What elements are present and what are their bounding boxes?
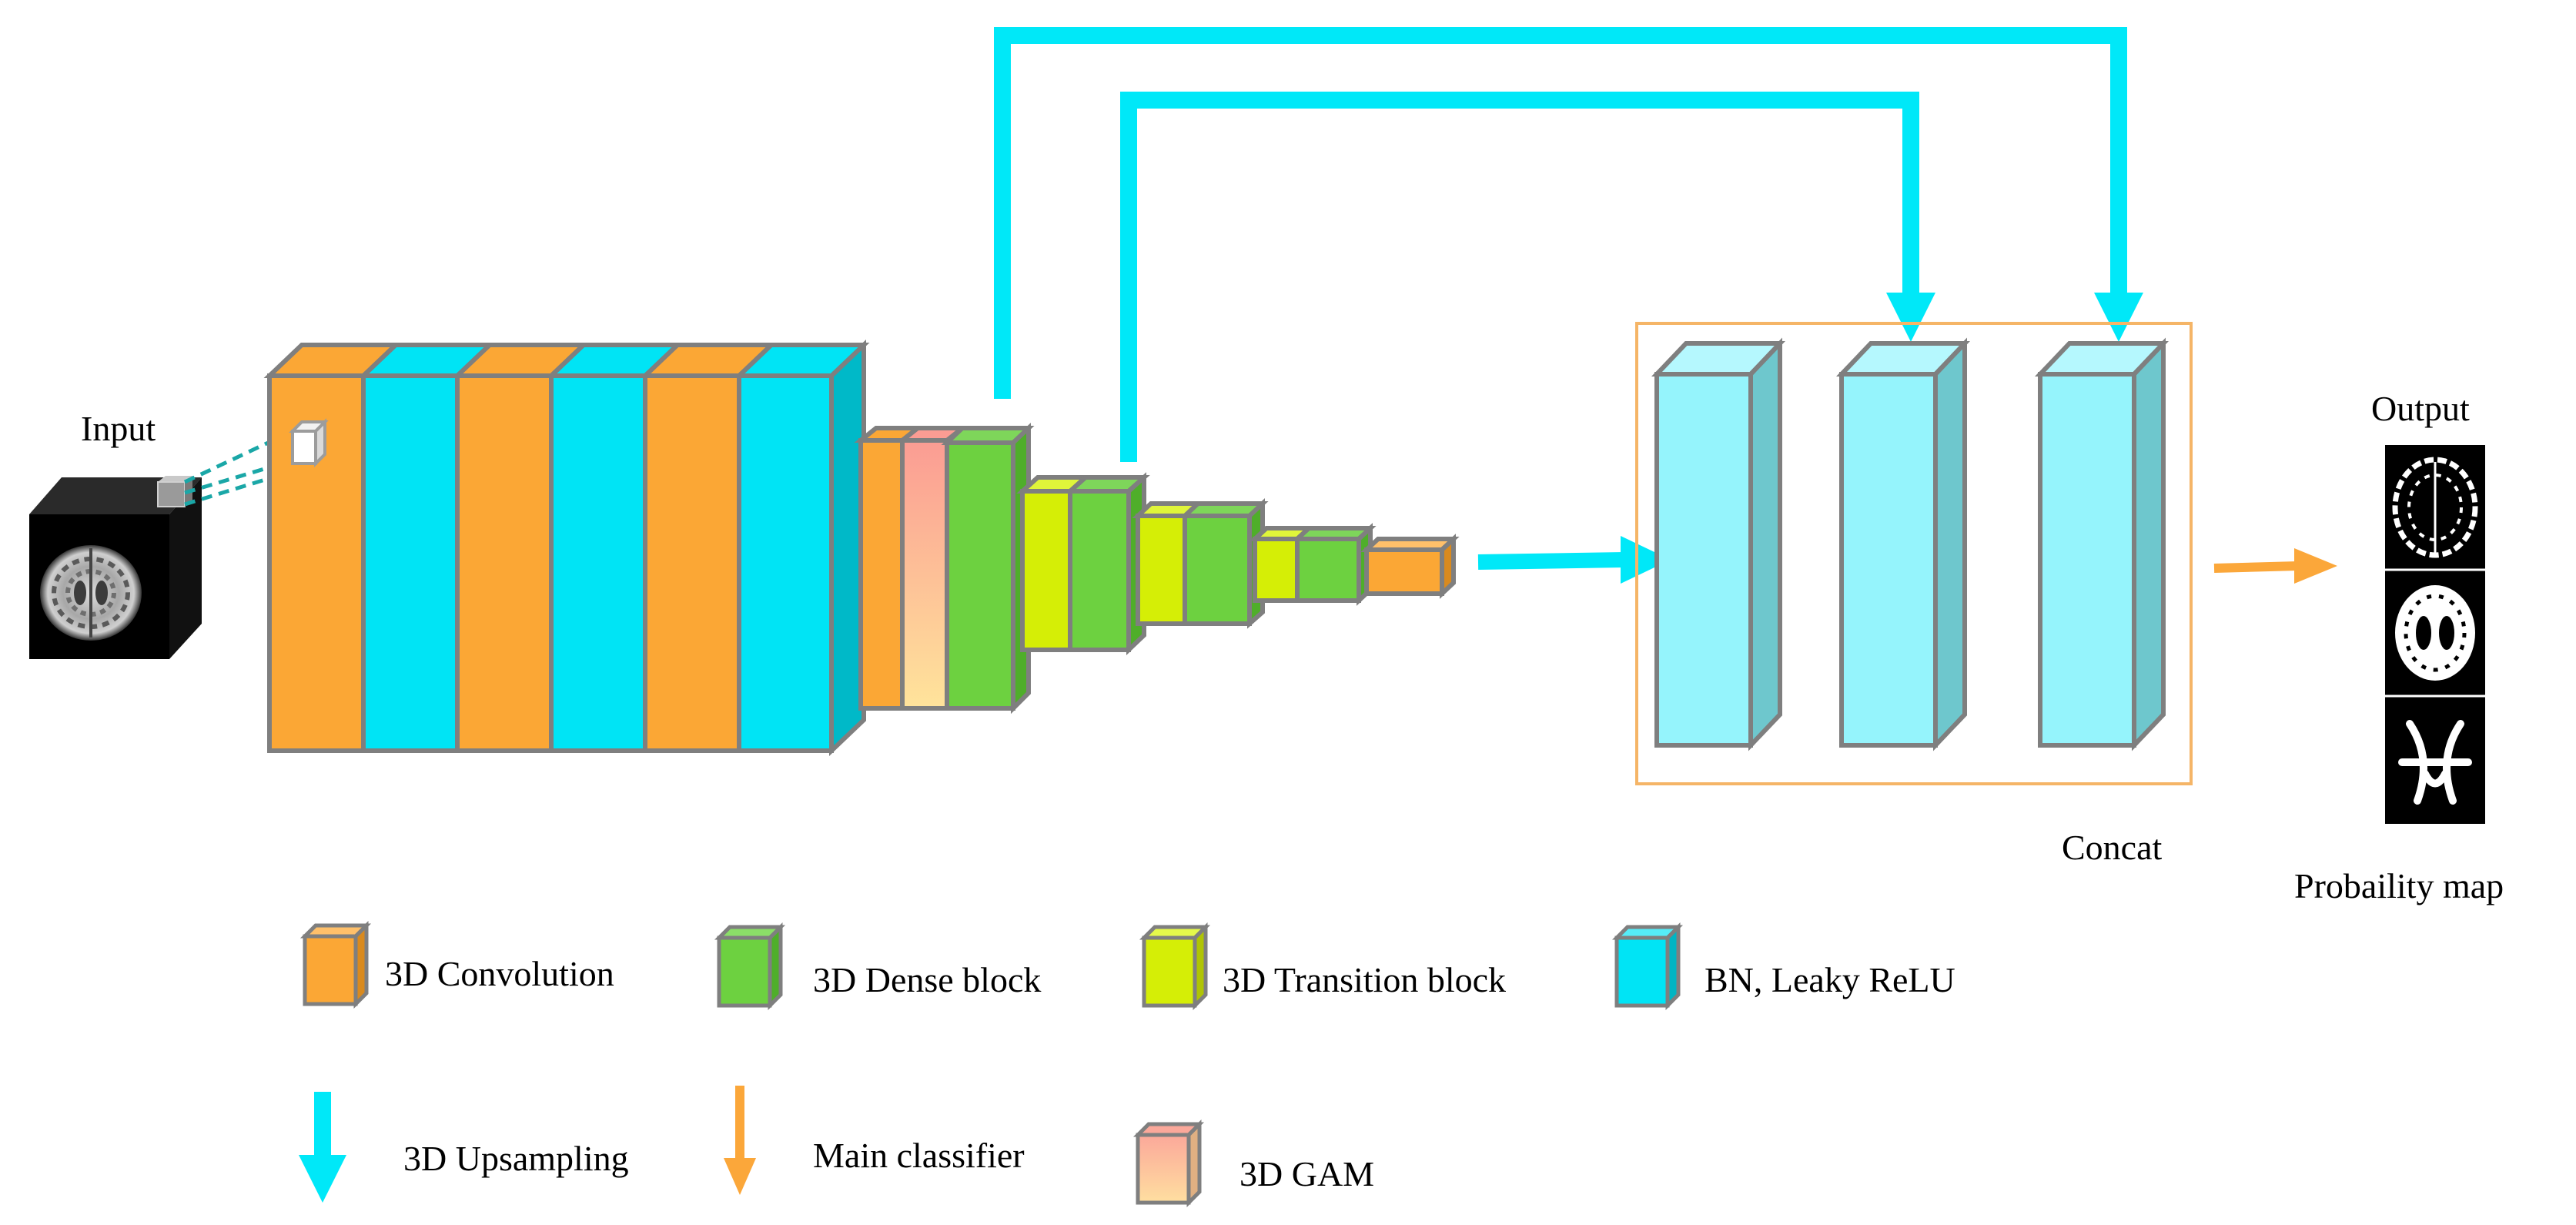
enc-dense-block-3 — [1183, 514, 1252, 626]
output-probability-maps — [2385, 445, 2485, 824]
legend-classifier-label: Main classifier — [813, 1136, 1025, 1175]
prob-map-gray-matter — [2392, 457, 2478, 558]
concat-label: Concat — [2062, 828, 2163, 867]
patch-cube-on-conv — [289, 418, 329, 467]
input-cube-side — [169, 477, 202, 659]
encoder-blocks — [854, 423, 1460, 715]
stem-conv-2 — [455, 373, 554, 753]
legend-transition-label: 3D Transition block — [1223, 960, 1506, 999]
enc-dense-block-1 — [945, 440, 1015, 711]
enc-transition-block-1 — [1020, 489, 1072, 652]
bottleneck-to-decoder-arrow — [1477, 536, 1671, 584]
skip-inner-arrowhead — [1886, 293, 1935, 342]
skip-connection-outer — [994, 27, 2143, 399]
encoder-stem-stack — [263, 340, 870, 756]
legend-transition-icon — [1139, 922, 1211, 1011]
legend-upsampling-label: 3D Upsampling — [403, 1139, 629, 1178]
legend-bn-relu-label: BN, Leaky ReLU — [1705, 960, 1955, 999]
stem-bn-relu-3 — [737, 373, 834, 753]
legend-bn-relu-icon — [1611, 922, 1684, 1011]
legend-upsampling-icon — [299, 1092, 346, 1203]
input-mri-volume — [29, 476, 202, 659]
legend-gam-label: 3D GAM — [1239, 1154, 1374, 1193]
brain-slice-image — [40, 545, 142, 641]
enc-conv-block — [858, 438, 905, 711]
prob-map-csf — [2398, 720, 2472, 805]
legend-dense-label: 3D Dense block — [813, 960, 1041, 999]
decoder-blocks — [1651, 337, 2169, 751]
enc-dense-block-2 — [1068, 489, 1131, 652]
dec-concat-block-2 — [1839, 372, 1938, 748]
legend-classifier-icon — [724, 1086, 756, 1195]
legend-dense-icon — [714, 922, 786, 1011]
stem-bn-relu-2 — [549, 373, 647, 753]
legend-conv-label: 3D Convolution — [385, 954, 614, 993]
stem-conv-3 — [643, 373, 741, 753]
enc-transition-block-3 — [1253, 537, 1300, 603]
probability-map-label: Probaility map — [2294, 866, 2504, 905]
skip-connection-inner — [1120, 92, 1935, 462]
stem-bn-relu-1 — [361, 373, 460, 753]
enc-final-conv-block — [1364, 547, 1444, 596]
dec-block-2-side — [1933, 337, 1967, 751]
dec-concat-block-1 — [1654, 372, 1753, 748]
dec-block-3-side — [2132, 337, 2166, 751]
enc-dense-block-4 — [1295, 537, 1361, 603]
skip-outer-arrowhead — [2094, 293, 2143, 342]
main-classifier-arrow — [2213, 548, 2337, 584]
enc-transition-block-2 — [1136, 514, 1187, 626]
legend-gam-icon — [1132, 1119, 1205, 1208]
patch-front — [157, 481, 186, 507]
dec-block-1-side — [1748, 337, 1782, 751]
prob-map-white-matter — [2395, 585, 2475, 681]
output-label: Output — [2371, 389, 2470, 428]
dec-concat-block-3 — [2038, 372, 2136, 748]
legend: 3D Convolution 3D Dense block 3D Transit… — [299, 920, 1955, 1208]
legend-conv-icon — [299, 920, 372, 1009]
concat-box — [1635, 322, 2193, 785]
enc-gam-block — [900, 438, 949, 711]
input-label: Input — [81, 409, 156, 448]
patch-top — [158, 476, 192, 482]
